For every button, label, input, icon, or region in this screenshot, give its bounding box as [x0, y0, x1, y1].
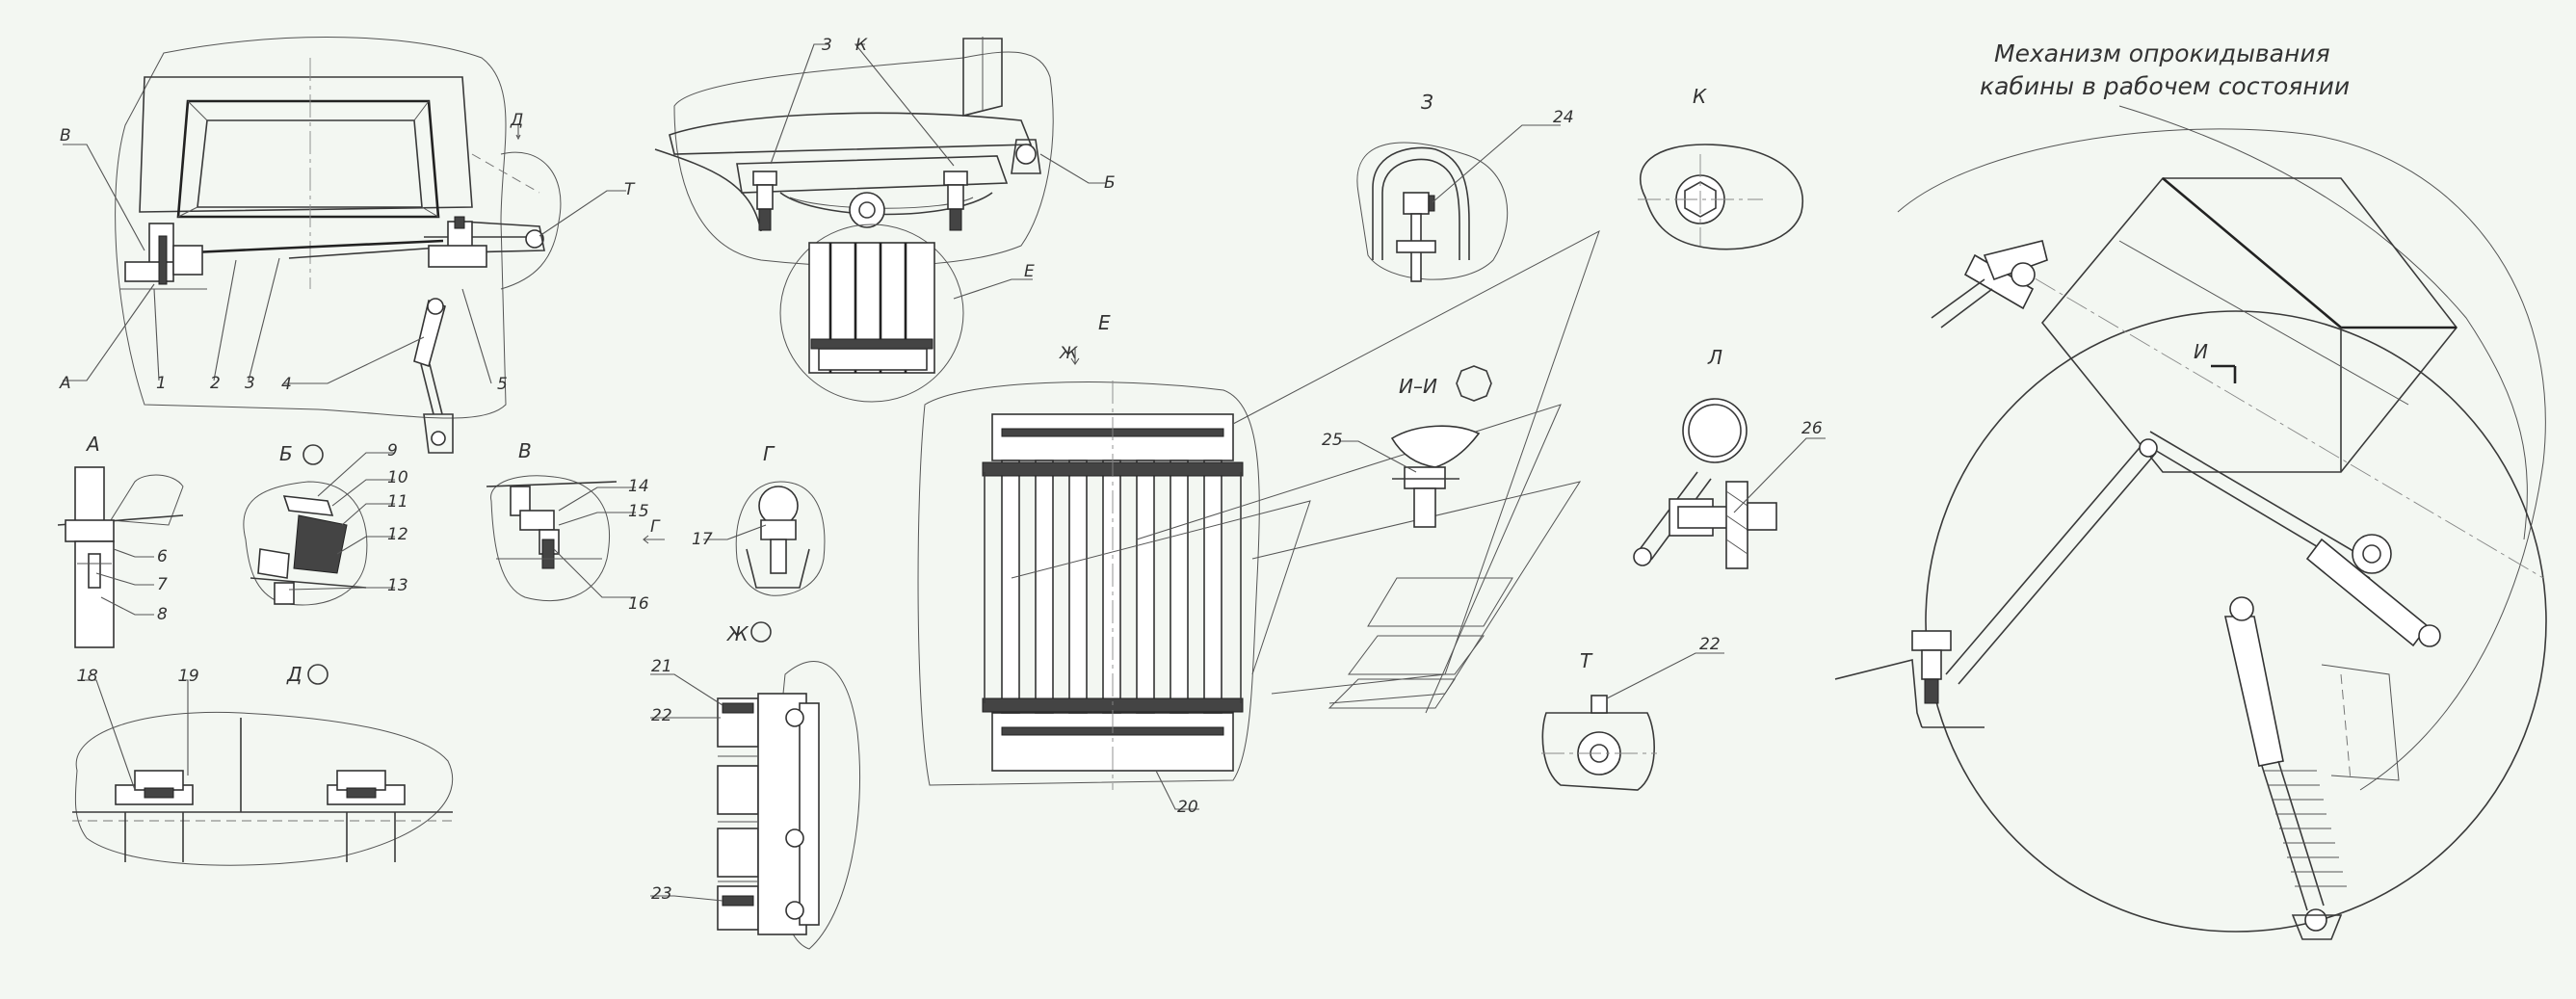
view-label-K: К	[1693, 85, 1707, 108]
title-line-1: Механизм опрокидывания	[1994, 39, 2330, 67]
view-label-B: Б	[279, 442, 293, 465]
callout-22: 22	[651, 706, 672, 725]
view-label-I-I: И–И	[1399, 375, 1437, 398]
callout-3: 3	[245, 374, 255, 393]
callout-G-arrow: Г	[650, 517, 661, 537]
callout-10: 10	[387, 468, 408, 487]
detail-view-K: К	[1638, 85, 1804, 250]
view-label-Z: З	[1421, 91, 1433, 114]
callout-6: 6	[157, 547, 168, 566]
callout-20: 20	[1177, 798, 1198, 817]
drawing-title: Механизм опрокидывания кабины в рабочем …	[1980, 39, 2350, 100]
detail-B: Б 9 10 11 12 13	[243, 441, 408, 606]
callout-E-arrow: Ж	[1059, 344, 1078, 363]
callout-26: 26	[1801, 419, 1823, 438]
view-label-A: А	[85, 433, 100, 456]
callout-14: 14	[628, 477, 649, 496]
callout-11: 11	[387, 492, 408, 512]
callout-seat-E: Е	[1024, 262, 1035, 281]
callout-5: 5	[497, 375, 508, 394]
detail-D: Д 18 19	[72, 663, 454, 866]
main-view-callouts: В А 1 2 3 4 5 Т Д	[59, 111, 636, 394]
callout-main-D: Д	[510, 111, 523, 130]
detail-view-Z: З 24	[1356, 91, 1574, 282]
callout-9: 9	[387, 441, 398, 460]
view-label-L: Л	[1707, 346, 1722, 369]
callout-17: 17	[692, 530, 713, 549]
main-front-view	[63, 37, 626, 454]
title-line-2: кабины в рабочем состоянии	[1980, 72, 2350, 100]
view-label-Zh: Ж	[725, 622, 749, 645]
callout-seat-3: 3	[822, 36, 832, 55]
tilting-mechanism-view: И	[1834, 105, 2547, 940]
view-label-E: Е	[1098, 311, 1111, 334]
view-label-D: Д	[286, 663, 302, 686]
seat-view-callouts: 3 К Б Е	[822, 36, 1116, 281]
callout-main-A: А	[59, 374, 71, 393]
callout-12: 12	[387, 525, 408, 544]
callout-13: 13	[387, 576, 408, 595]
callout-T-22: 22	[1699, 635, 1721, 654]
detail-A: А 6 7 8	[57, 433, 184, 648]
callout-4: 4	[281, 375, 292, 394]
view-label-G: Г	[763, 442, 775, 465]
callout-23: 23	[651, 884, 672, 904]
callout-19: 19	[178, 667, 199, 686]
detail-view-T: Т 22	[1541, 635, 1724, 791]
section-I-I: И–И 25	[1322, 365, 1492, 528]
callout-seat-K: К	[855, 36, 868, 55]
callout-2: 2	[210, 374, 221, 393]
callout-24: 24	[1553, 108, 1574, 127]
detail-V: В 14 15 16 Г	[486, 439, 665, 614]
detail-E: Е Ж 20	[917, 229, 1600, 817]
callout-21: 21	[651, 657, 672, 676]
callout-15: 15	[628, 502, 649, 521]
callout-7: 7	[157, 575, 168, 594]
detail-view-L: Л 26	[1633, 346, 1826, 569]
callout-main-T: Т	[624, 180, 636, 199]
detail-Zh: Ж 21 22 23	[650, 621, 861, 950]
callout-16: 16	[628, 594, 649, 614]
callout-1: 1	[156, 374, 167, 393]
callout-18: 18	[77, 667, 98, 686]
callout-main-V: В	[60, 126, 71, 145]
callout-8: 8	[157, 605, 168, 624]
callout-seat-B: Б	[1104, 173, 1116, 193]
section-mark-I: И	[2194, 340, 2208, 363]
view-label-V: В	[518, 439, 532, 462]
view-label-T: Т	[1580, 649, 1593, 672]
callout-25: 25	[1322, 431, 1343, 450]
detail-G: Г 17	[692, 442, 826, 596]
seat-view	[654, 37, 1106, 403]
